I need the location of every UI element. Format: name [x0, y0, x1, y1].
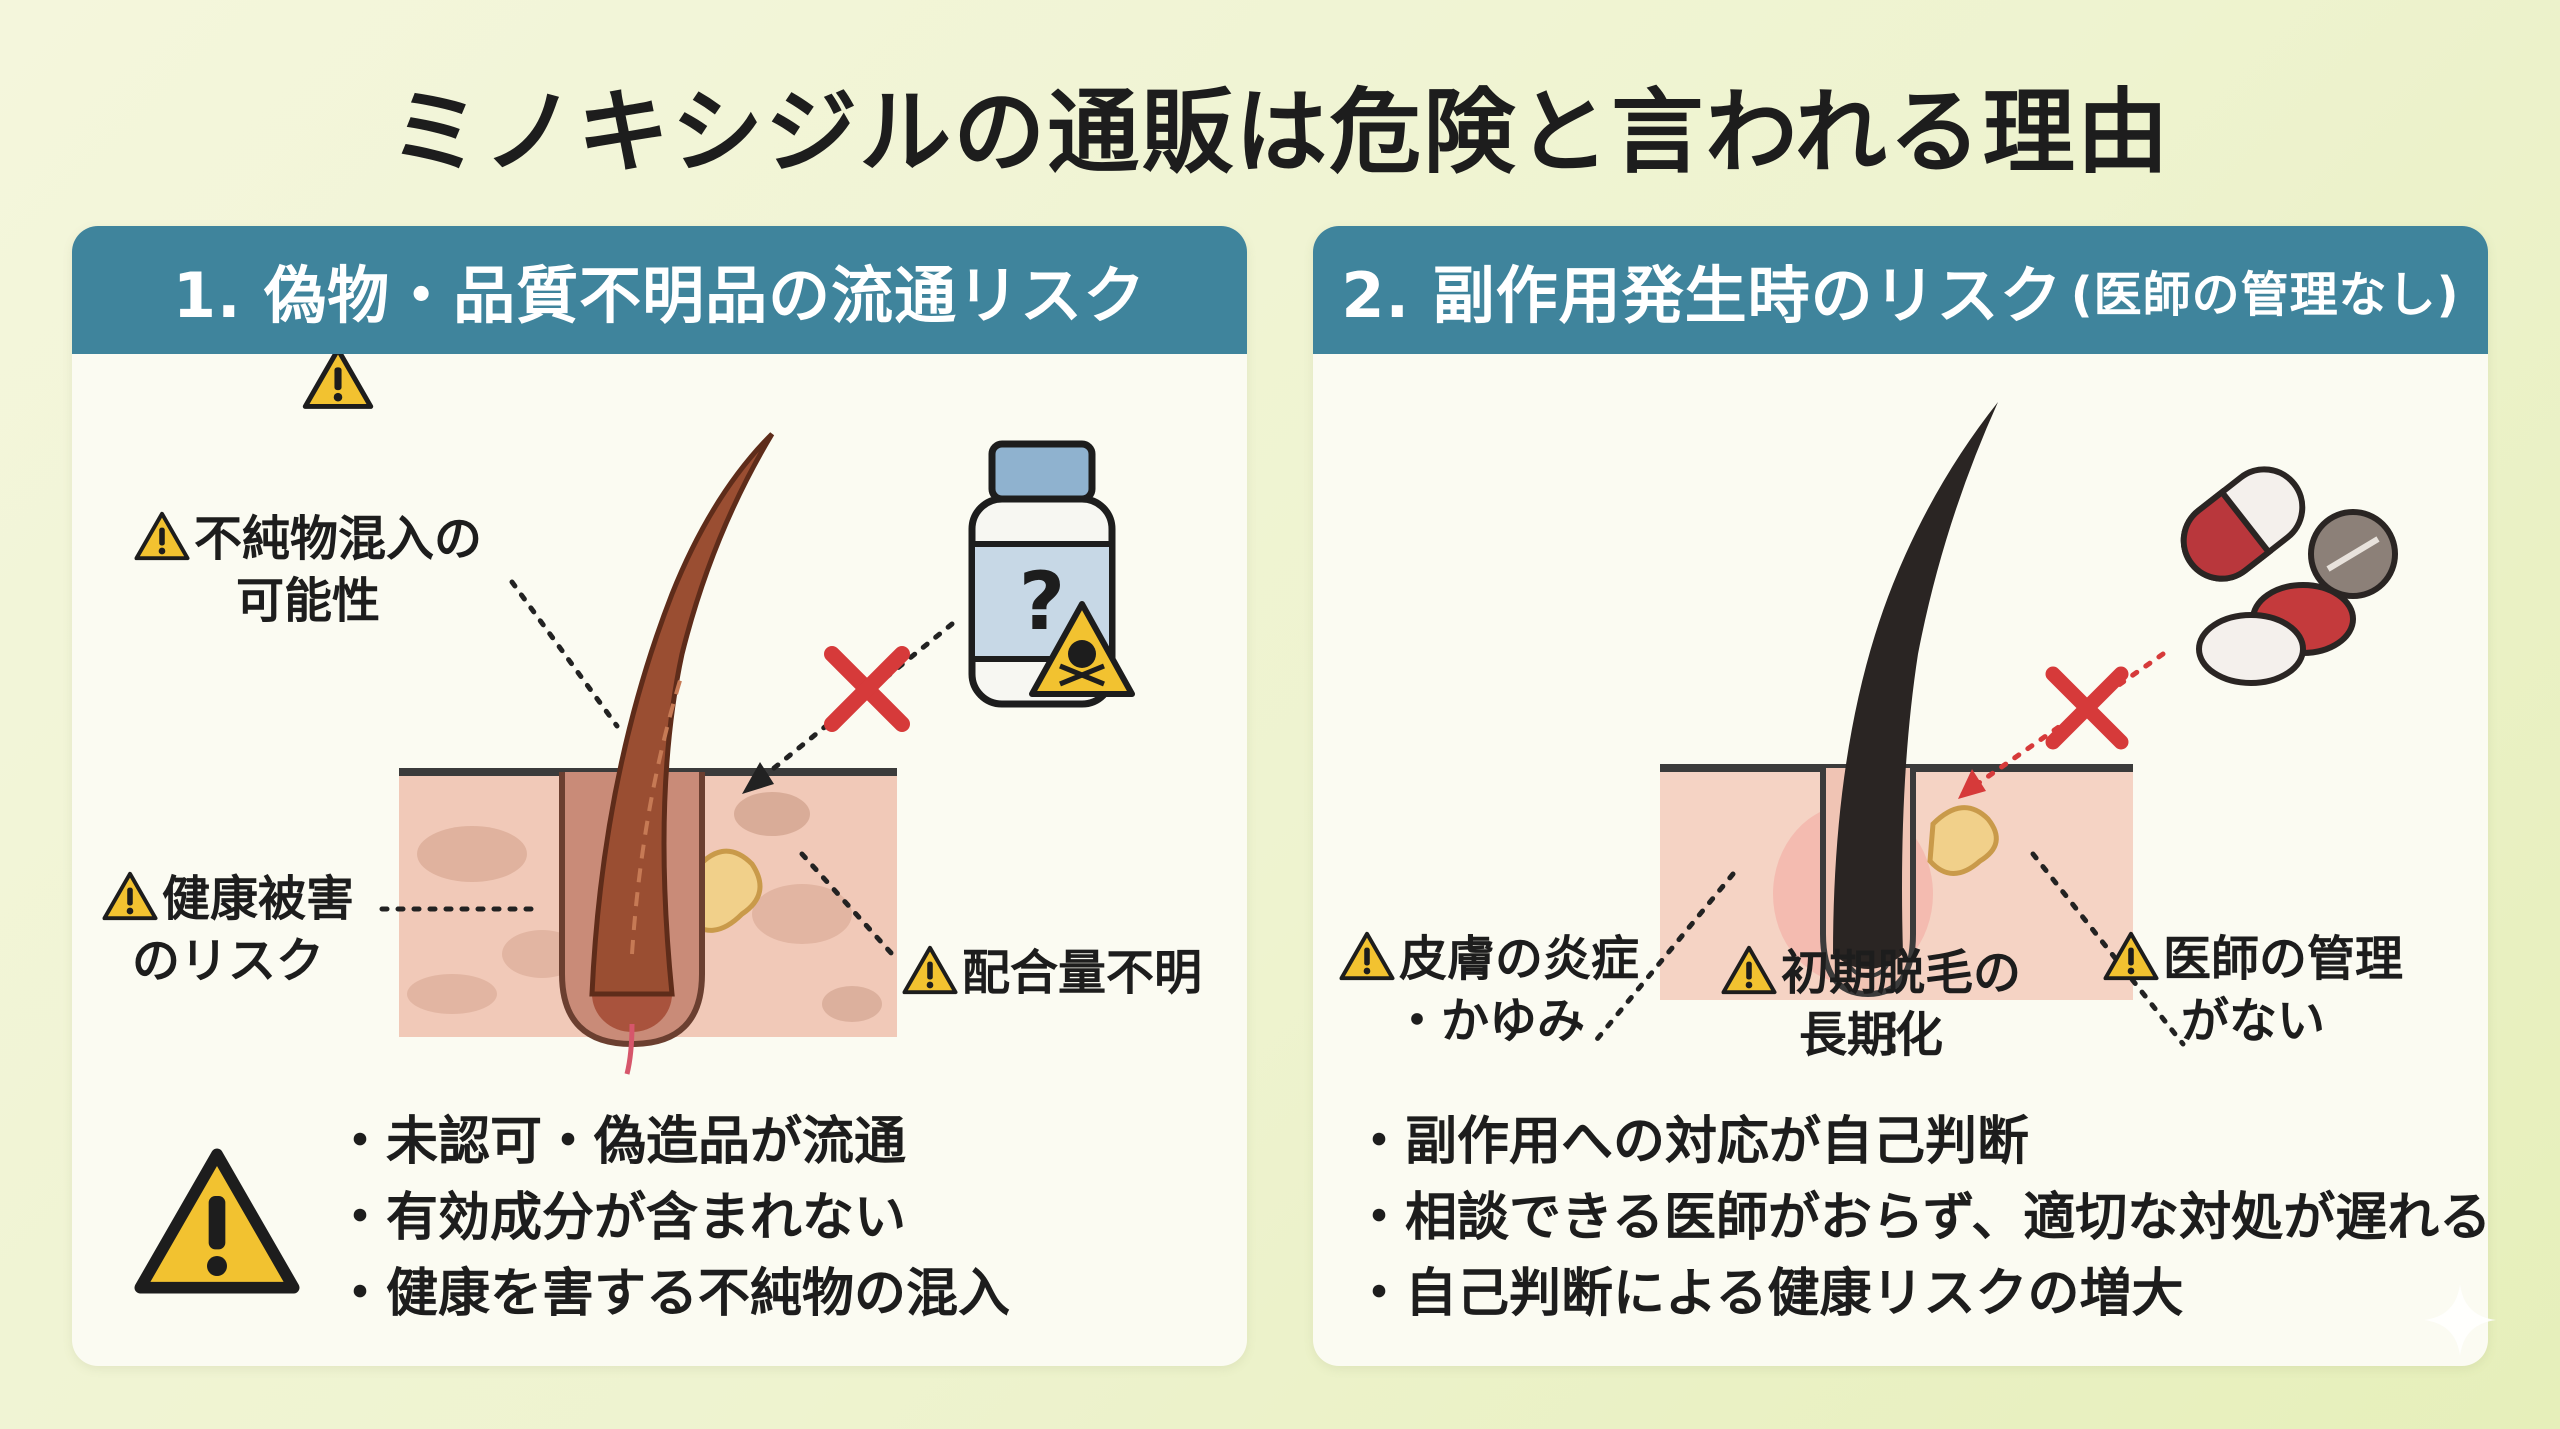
- label-skin-inflammation: 皮膚の炎症 ・かゆみ: [1339, 928, 1639, 1052]
- warning-triangle-icon: [1339, 931, 1395, 981]
- warning-triangle-icon: [2103, 931, 2159, 981]
- panel-counterfeit-risk: 1. 偽物・品質不明品の流通リスク: [72, 226, 1247, 1366]
- hair-follicle-illustration: [1590, 402, 2398, 1057]
- cross-icon: [2045, 666, 2129, 750]
- label-prolonged-shedding: 初期脱毛の 長期化: [1721, 942, 2021, 1066]
- list-item: 未認可・偽造品が流通: [334, 1104, 1010, 1180]
- page-title: ミノキシジルの通販は危険と言われる理由: [389, 79, 2171, 186]
- hair-shaft: [589, 432, 775, 997]
- cross-icon: [824, 646, 910, 732]
- bottle-question-mark: ?: [1019, 555, 1065, 648]
- panel2-header: 2. 副作用発生時のリスク (医師の管理なし): [1313, 226, 2488, 354]
- arrow-head: [742, 762, 774, 794]
- panel2-header-text: 2. 副作用発生時のリスク: [1341, 259, 2063, 332]
- label-health-damage: 健康被害 のリスク: [102, 868, 354, 992]
- panel1-bullet-list: 未認可・偽造品が流通 有効成分が含まれない 健康を害する不純物の混入: [334, 1104, 1010, 1332]
- panel2-header-sub: (医師の管理なし): [2070, 267, 2460, 323]
- panel2-bullet-list: 副作用への対応が自己判断 相談できる医師がおらず、適切な対処が遅れる 自己判断に…: [1353, 1104, 2488, 1332]
- panel-side-effect-risk: 2. 副作用発生時のリスク (医師の管理なし): [1313, 226, 2488, 1366]
- warning-triangle-icon: [134, 511, 190, 561]
- warning-triangle-icon: [305, 354, 370, 406]
- arrow-head: [1958, 769, 1986, 799]
- list-item: 自己判断による健康リスクの増大: [1353, 1256, 2488, 1332]
- warning-triangle-icon: [102, 871, 158, 921]
- panel1-header-text: 1. 偽物・品質不明品の流通リスク: [172, 259, 1147, 332]
- list-item: 副作用への対応が自己判断: [1353, 1104, 2488, 1180]
- pills-icon: [2180, 466, 2398, 686]
- list-item: 相談できる医師がおらず、適切な対処が遅れる: [1353, 1180, 2488, 1256]
- hair-follicle-illustration: ?: [72, 354, 1135, 1075]
- hair-shaft: [1833, 402, 1998, 969]
- warning-triangle-icon: [1721, 945, 1777, 995]
- list-item: 有効成分が含まれない: [334, 1180, 1010, 1256]
- label-no-doctor: 医師の管理 がない: [2103, 928, 2403, 1052]
- sparkle-icon: [2424, 1284, 2496, 1356]
- large-warning-icon: [132, 1146, 302, 1296]
- warning-triangle-icon: [902, 945, 958, 995]
- label-impurity: 不純物混入の 可能性: [134, 508, 482, 632]
- list-item: 健康を害する不純物の混入: [334, 1256, 1010, 1332]
- skull-icon: [1029, 601, 1135, 697]
- label-dosage-unknown: 配合量不明: [902, 942, 1202, 1004]
- medicine-bottle-icon: ?: [968, 440, 1116, 708]
- panel1-header: 1. 偽物・品質不明品の流通リスク: [72, 226, 1247, 354]
